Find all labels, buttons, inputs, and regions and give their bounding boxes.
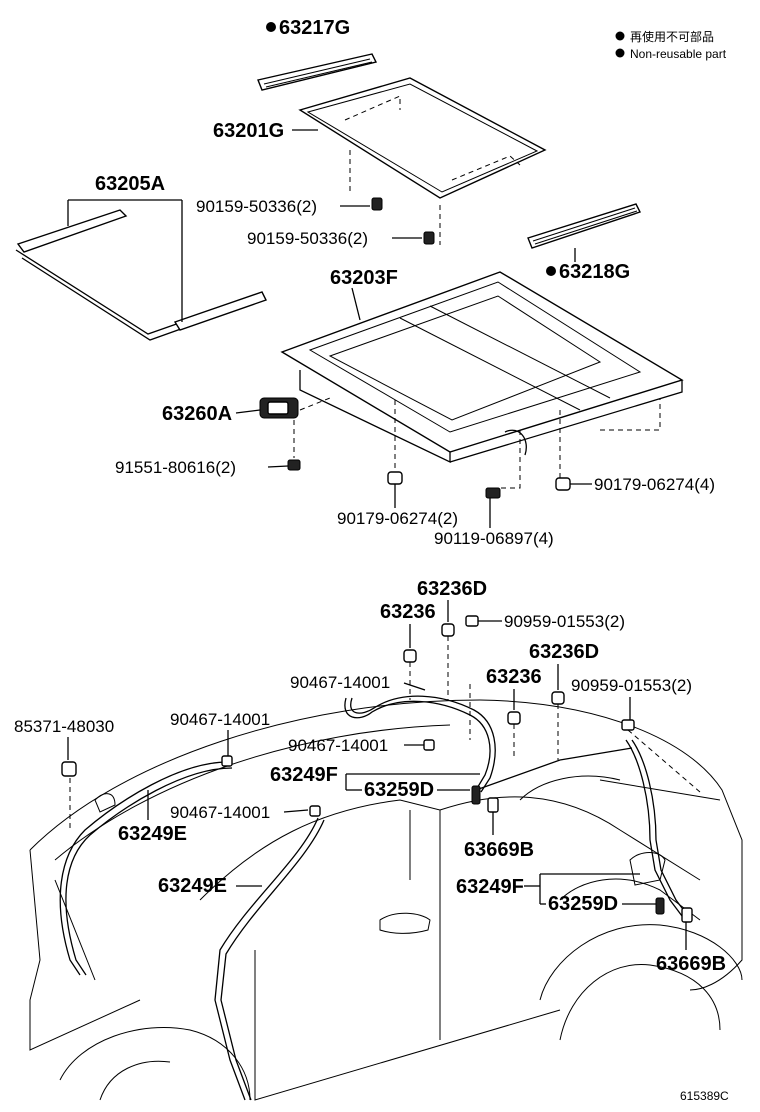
clip-icon — [555, 477, 571, 491]
part-label-90179-a: 90179-06274(4) — [594, 475, 715, 494]
weatherstrip-front-drawing — [257, 53, 378, 91]
part-label-63201G: 63201G — [213, 120, 284, 142]
glass-panel-drawing — [298, 77, 547, 199]
part-label-63259D-a: 63259D — [364, 779, 434, 801]
part-label-90467-c: 90467-14001 — [288, 736, 388, 755]
non-reusable-bullet-icon — [615, 48, 625, 58]
valve-icon — [487, 797, 499, 813]
part-label-90959-b: 90959-01553(2) — [571, 676, 692, 695]
clip-icon — [387, 471, 403, 485]
bolt-icon — [485, 487, 501, 499]
non-reusable-bullet-icon — [615, 31, 625, 41]
part-label-90959-a: 90959-01553(2) — [504, 612, 625, 631]
clip-icon — [221, 755, 233, 767]
part-label-90467-b: 90467-14001 — [170, 710, 270, 729]
part-label-63236-a: 63236 — [380, 601, 436, 623]
bolt-icon — [287, 459, 301, 471]
legend-jp: 再使用不可部品 — [630, 29, 714, 44]
part-label-90467-d: 90467-14001 — [170, 803, 270, 822]
non-reusable-bullet-icon — [546, 266, 556, 276]
figure-code: 615389C — [680, 1089, 729, 1103]
hose-connector-line — [475, 747, 633, 791]
legend: 再使用不可部品 Non-reusable part — [615, 29, 727, 61]
part-label-63203F: 63203F — [330, 267, 398, 289]
part-label-63249E-a: 63249E — [118, 823, 187, 845]
valve-icon — [681, 907, 693, 923]
part-label-90467-a: 90467-14001 — [290, 673, 390, 692]
part-label-63217G: 63217G — [279, 17, 350, 39]
clip-icon — [621, 719, 635, 731]
part-label-90119: 90119-06897(4) — [434, 529, 554, 548]
part-label-90179-b: 90179-06274(2) — [337, 509, 458, 528]
part-label-63236-b: 63236 — [486, 666, 542, 688]
vehicle-body-drawing — [29, 699, 743, 1101]
part-label-63249F-a: 63249F — [270, 764, 338, 786]
sunroof-frame-drawing — [280, 271, 684, 464]
grommet-icon — [441, 623, 455, 637]
part-label-90159-a: 90159-50336(2) — [196, 197, 317, 216]
part-label-63236D-b: 63236D — [529, 641, 599, 663]
valve-icon — [471, 785, 481, 805]
part-label-63205A: 63205A — [95, 173, 165, 195]
drain-hose-rear-left-drawing — [344, 695, 496, 793]
clip-icon — [423, 739, 435, 751]
part-label-90159-b: 90159-50336(2) — [247, 229, 368, 248]
part-label-63669B-a: 63669B — [464, 839, 534, 861]
grommet-icon — [403, 649, 417, 663]
weatherstrip-rear-drawing — [527, 203, 641, 249]
non-reusable-bullet-icon — [266, 22, 276, 32]
valve-icon — [655, 897, 665, 915]
grommet-icon — [507, 711, 521, 725]
leader-line — [267, 465, 289, 468]
part-label-63236D-a: 63236D — [417, 578, 487, 600]
dashed-guide — [299, 397, 331, 411]
drain-hose-front-left-drawing — [59, 761, 233, 976]
drain-hose-front-right-drawing — [214, 817, 325, 1101]
side-rail-drawing — [15, 209, 267, 341]
drain-hose-rear-right-drawing — [625, 739, 692, 921]
leader-line — [403, 682, 426, 691]
part-label-63249F-b: 63249F — [456, 876, 524, 898]
leader-line — [351, 287, 361, 321]
dashed-guide — [500, 430, 521, 489]
part-label-63259D-b: 63259D — [548, 893, 618, 915]
clip-icon — [465, 615, 479, 627]
screw-icon — [371, 197, 383, 211]
part-label-85371: 85371-48030 — [14, 717, 114, 736]
screw-icon — [423, 231, 435, 245]
legend-en: Non-reusable part — [630, 47, 727, 61]
leader-line — [235, 409, 261, 414]
part-label-63249E-b: 63249E — [158, 875, 227, 897]
grommet-icon — [551, 691, 565, 705]
clip-icon — [309, 805, 321, 817]
part-label-63260A: 63260A — [162, 403, 232, 425]
grommet-icon — [61, 761, 77, 777]
part-label-63218G: 63218G — [559, 261, 630, 283]
dashed-guide — [600, 398, 661, 431]
part-label-63669B-b: 63669B — [656, 953, 726, 975]
leader-line — [283, 809, 309, 813]
dashed-guide — [627, 729, 701, 793]
sunroof-motor-icon — [259, 397, 299, 419]
part-label-91551: 91551-80616(2) — [115, 458, 236, 477]
